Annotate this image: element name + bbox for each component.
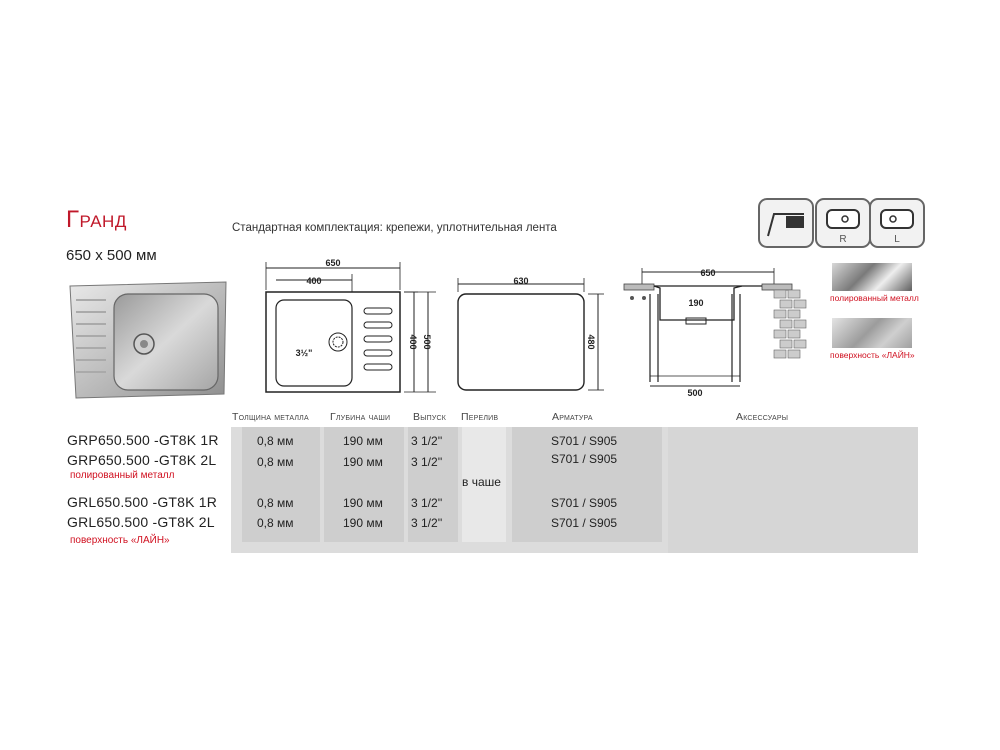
row2-thickness: 0,8 мм (257, 455, 294, 469)
model-grp-2l: GRP650.500 -GT8K 2L (67, 452, 217, 468)
side-bottom-dim: 500 (687, 388, 702, 398)
product-title: Гранд (66, 206, 127, 233)
row4-outlet: 3 1/2'' (411, 516, 443, 530)
row3-fittings: S701 / S905 (551, 496, 618, 510)
header-accessories: Аксессуары (736, 411, 789, 423)
model-grl-1r: GRL650.500 -GT8K 1R (67, 494, 218, 510)
model-grp-1r: GRP650.500 -GT8K 1R (67, 432, 219, 448)
row2-depth: 190 мм (343, 455, 383, 469)
row1-fittings: S701 / S905 (551, 434, 618, 448)
product-size: 650 x 500 мм (66, 247, 157, 264)
header-depth: Глубина чаши (330, 411, 391, 423)
cutout-drawing: 630 480 (452, 272, 612, 402)
side-depth-dim: 190 (688, 298, 703, 308)
fittings-column (512, 427, 662, 542)
mount-type-icon (758, 198, 814, 248)
row1-outlet: 3 1/2'' (411, 434, 443, 448)
bowl-right-icon: R (815, 198, 871, 248)
polished-note: полированный металл (70, 470, 175, 481)
bowl-left-icon: L (869, 198, 925, 248)
polished-swatch-label: полированный металл (830, 293, 919, 303)
row1-thickness: 0,8 мм (257, 434, 294, 448)
row2-fittings: S701 / S905 (551, 452, 618, 466)
header-outlet: Выпуск (413, 411, 447, 423)
bowl-width-dim: 400 (306, 276, 321, 286)
line-note: поверхность «ЛАЙН» (70, 535, 170, 546)
row1-depth: 190 мм (343, 434, 383, 448)
drain-size-dim: 3½" (296, 348, 313, 358)
line-swatch-label: поверхность «ЛАЙН» (830, 350, 915, 360)
row4-fittings: S701 / S905 (551, 516, 618, 530)
row3-outlet: 3 1/2'' (411, 496, 443, 510)
bowl-left-label: L (894, 234, 900, 245)
row4-depth: 190 мм (343, 516, 383, 530)
cutout-height-dim: 480 (586, 334, 596, 349)
top-view-drawing: 650 400 400 500 3½" (258, 258, 438, 404)
polished-swatch (832, 263, 912, 291)
top-width-dim: 650 (325, 258, 340, 268)
depth-column (324, 427, 404, 542)
accessories-column (668, 427, 918, 553)
side-width-dim: 650 (700, 268, 715, 278)
row3-thickness: 0,8 мм (257, 496, 294, 510)
bowl-right-label: R (839, 234, 847, 245)
top-height1-dim: 400 (408, 334, 418, 349)
overflow-column (462, 427, 506, 542)
model-grl-2l: GRL650.500 -GT8K 2L (67, 514, 215, 530)
header-overflow: Перелив (461, 411, 499, 423)
outlet-column (408, 427, 458, 542)
top-height2-dim: 500 (422, 334, 432, 349)
line-swatch (832, 318, 912, 348)
row3-depth: 190 мм (343, 496, 383, 510)
sink-photo (66, 280, 228, 400)
cutout-width-dim: 630 (513, 276, 528, 286)
thickness-column (242, 427, 320, 542)
header-thickness: Толщина металла (232, 411, 309, 423)
row4-thickness: 0,8 мм (257, 516, 294, 530)
standard-kit-text: Стандартная комплектация: крепежи, уплот… (232, 222, 557, 234)
side-view-drawing: 650 190 500 (622, 264, 810, 404)
overflow-value: в чаше (462, 475, 501, 489)
header-fittings: Арматура (552, 411, 593, 423)
row2-outlet: 3 1/2'' (411, 455, 443, 469)
